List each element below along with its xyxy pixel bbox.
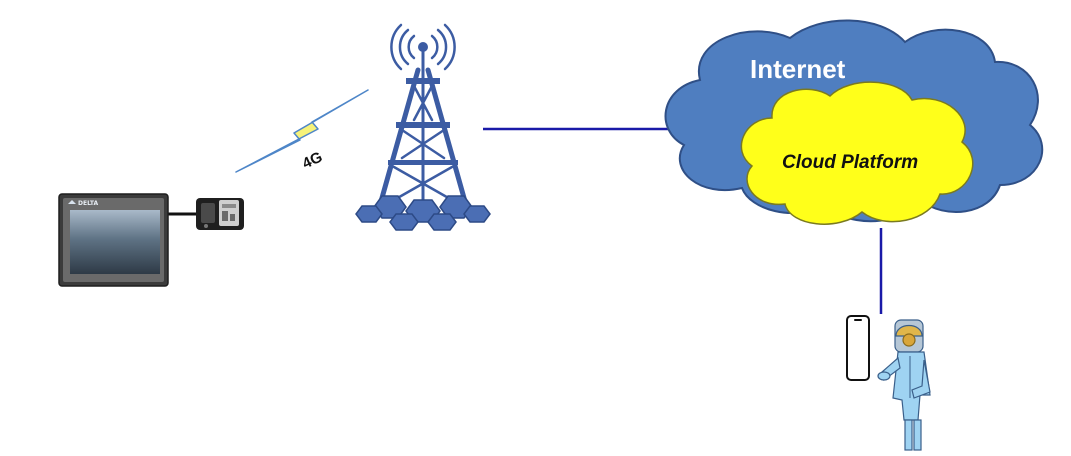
smartphone-icon	[846, 315, 870, 381]
engineer-person-icon	[877, 319, 931, 451]
cell-tower-icon	[355, 23, 491, 231]
internet-label: Internet	[750, 54, 846, 84]
hmi-brand-label: DELTA	[78, 200, 99, 207]
signal-label: 4G	[300, 149, 325, 173]
cloud-platform-label: Cloud Platform	[782, 152, 918, 173]
hmi-touch-panel-icon: DELTA	[58, 193, 169, 287]
4g-modem-icon	[196, 198, 244, 230]
cloud-icon	[740, 81, 974, 225]
lightning-bolt-icon	[235, 89, 369, 173]
